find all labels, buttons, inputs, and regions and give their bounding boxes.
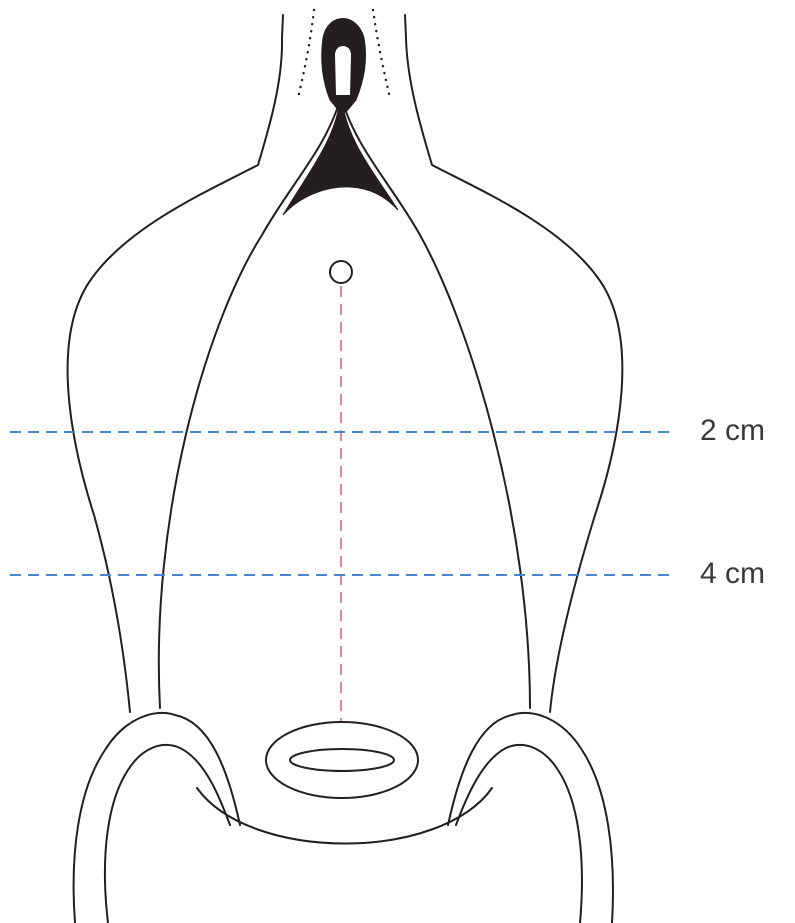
anus-inner-ring (290, 749, 394, 771)
hood-opening (335, 46, 351, 95)
label-4cm: 4 cm (700, 559, 765, 589)
right-buttock-inner (456, 745, 582, 923)
dotted-line-right (373, 10, 390, 98)
label-2cm: 2 cm (700, 416, 765, 446)
outer-contour-left (68, 15, 283, 712)
landmark-circle (330, 261, 352, 283)
left-buttock-outer (74, 713, 240, 923)
anus-outer-ring (266, 722, 418, 798)
outer-contour-right (405, 15, 622, 712)
left-buttock-inner (105, 745, 230, 923)
right-buttock-outer (448, 713, 613, 923)
lower-curve (197, 788, 492, 844)
dark-triangle (283, 100, 398, 215)
dotted-line-left (298, 10, 314, 98)
